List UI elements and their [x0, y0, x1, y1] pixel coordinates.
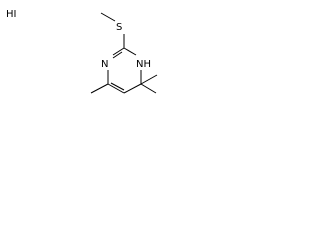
- bond-c2-n3-inner: [112, 51, 123, 59]
- molecule-structure-diagram: HI S N NH: [6, 9, 158, 94]
- bond-c6-methyl-lower: [140, 83, 157, 94]
- bond-c6-methyl-upper: [140, 74, 158, 85]
- amine-nitrogen-label: NH: [136, 59, 151, 70]
- bond-c5-c6: [123, 83, 142, 94]
- bond-c4-c5: [107, 83, 125, 94]
- bond-c2-n1: [123, 47, 137, 56]
- bond-c4-c5-inner: [110, 82, 125, 91]
- imine-nitrogen-label: N: [101, 59, 108, 70]
- bond-c2-n3: [112, 47, 125, 56]
- bond-c4-methyl: [90, 83, 109, 94]
- sulfur-atom-label: S: [116, 22, 122, 33]
- hydroiodide-label: HI: [6, 9, 16, 20]
- bond-methyl-sulfur: [100, 12, 116, 22]
